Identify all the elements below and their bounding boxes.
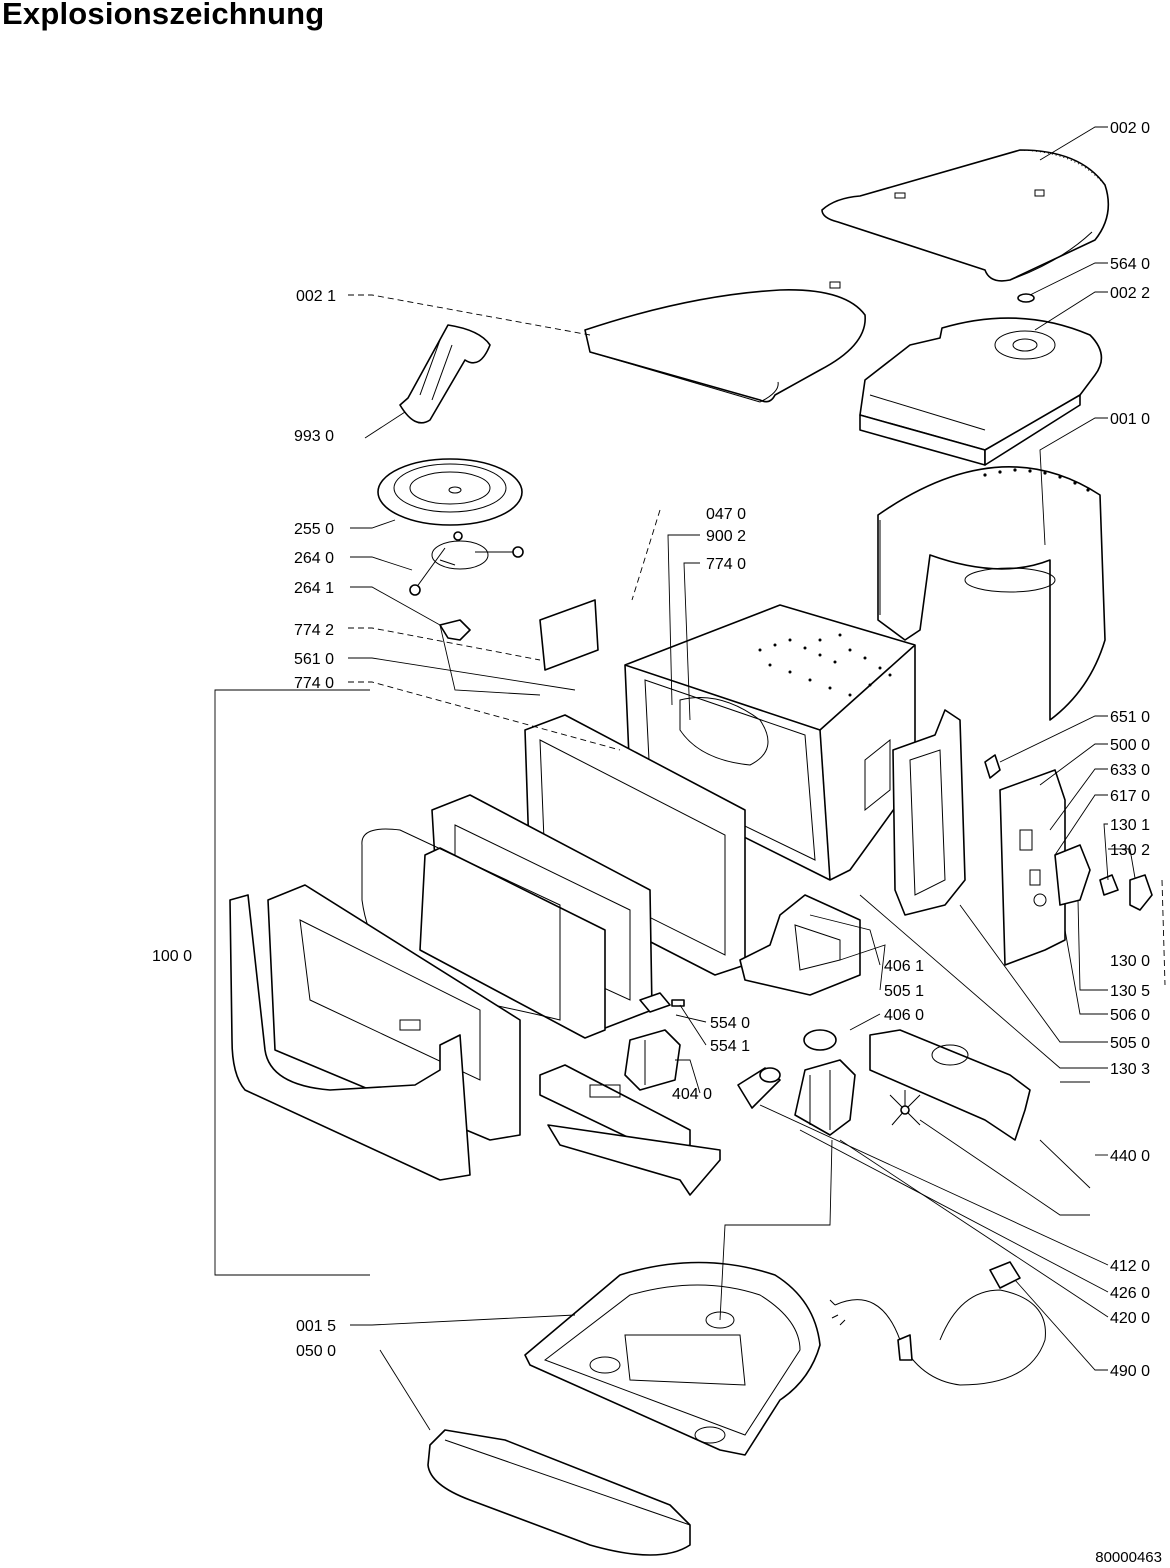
- label-001-0: 001 0: [1110, 411, 1150, 428]
- label-404-0: 404 0: [672, 1086, 712, 1103]
- label-506-0: 506 0: [1110, 1007, 1150, 1024]
- label-554-0: 554 0: [710, 1015, 750, 1032]
- assembly-bracket-100: [214, 689, 370, 1276]
- part-fan: [889, 1090, 921, 1126]
- part-hv-transformer: [794, 1059, 856, 1136]
- part-roller-ring: [409, 531, 524, 596]
- part-lever: [984, 754, 1001, 779]
- part-bracket-554: [639, 992, 671, 1013]
- part-fan-duct: [739, 894, 861, 996]
- label-617-0: 617 0: [1110, 788, 1150, 805]
- part-clip-554-1: [671, 999, 685, 1007]
- label-130-5: 130 5: [1110, 983, 1150, 1000]
- part-fan-housing: [869, 1029, 1031, 1141]
- part-control-board: [539, 1064, 721, 1196]
- part-base-plate: [524, 1261, 821, 1456]
- part-interlock-switch: [1054, 844, 1091, 906]
- part-door-front: [229, 894, 471, 1181]
- label-130-2: 130 2: [1110, 842, 1150, 859]
- part-power-cord: [829, 1261, 1046, 1386]
- part-front-base-cover: [427, 1429, 691, 1556]
- part-small-transformer: [624, 1029, 681, 1091]
- label-554-1: 554 1: [710, 1038, 750, 1055]
- label-406-1: 406 1: [884, 958, 924, 975]
- label-412-0: 412 0: [1110, 1258, 1150, 1275]
- label-050-0: 050 0: [296, 1343, 336, 1360]
- label-100-0: 100 0: [152, 948, 192, 965]
- label-002-2: 002 2: [1110, 285, 1150, 302]
- label-130-3: 130 3: [1110, 1061, 1150, 1078]
- label-505-1: 505 1: [884, 983, 924, 1000]
- part-turntable-motor: [803, 1029, 837, 1051]
- label-002-1: 002 1: [296, 288, 336, 305]
- part-coupler: [439, 619, 471, 641]
- part-top-cover: [821, 149, 1110, 282]
- part-capacitor: [737, 1067, 781, 1109]
- part-upper-sheet: [584, 281, 866, 403]
- label-264-0: 264 0: [294, 550, 334, 567]
- label-651-0: 651 0: [1110, 709, 1150, 726]
- label-406-0: 406 0: [884, 1007, 924, 1024]
- label-001-5: 001 5: [296, 1318, 336, 1335]
- label-002-0: 002 0: [1110, 120, 1150, 137]
- label-774-2: 774 2: [294, 622, 334, 639]
- part-waveguide-cover: [859, 317, 1103, 466]
- label-130-0: 130 0: [1110, 953, 1150, 970]
- label-426-0: 426 0: [1110, 1285, 1150, 1302]
- part-switch-130-1: [1099, 874, 1119, 896]
- label-561-0: 561 0: [294, 651, 334, 668]
- label-993-0: 993 0: [294, 428, 334, 445]
- label-633-0: 633 0: [1110, 762, 1150, 779]
- page-title: Explosionszeichnung: [2, 0, 325, 31]
- label-490-0: 490 0: [1110, 1363, 1150, 1380]
- part-pcb: [999, 769, 1066, 966]
- label-130-1: 130 1: [1110, 817, 1150, 834]
- part-door-glass: [419, 847, 606, 1039]
- part-switch-130-2: [1129, 874, 1153, 911]
- label-440-0: 440 0: [1110, 1148, 1150, 1165]
- label-255-0: 255 0: [294, 521, 334, 538]
- leader-lines: [348, 126, 1166, 1431]
- part-turntable-plate: [377, 458, 523, 526]
- label-774-0-upper: 774 0: [706, 556, 746, 573]
- part-outer-case: [877, 466, 1106, 721]
- label-420-0: 420 0: [1110, 1310, 1150, 1327]
- label-564-0: 564 0: [1110, 256, 1150, 273]
- part-labels: 002 0 564 0 002 2 002 1 001 0 993 0 255 …: [152, 120, 1150, 1380]
- label-047-0: 047 0: [706, 506, 746, 523]
- part-control-bracket: [892, 709, 966, 916]
- label-900-2: 900 2: [706, 528, 746, 545]
- document-number: 80000463: [1095, 1549, 1162, 1566]
- part-rack: [399, 324, 491, 424]
- label-264-1: 264 1: [294, 580, 334, 597]
- label-774-0-lower: 774 0: [294, 675, 334, 692]
- part-washer: [1017, 293, 1035, 303]
- label-505-0: 505 0: [1110, 1035, 1150, 1052]
- label-500-0: 500 0: [1110, 737, 1150, 754]
- part-choke-plate: [539, 599, 599, 671]
